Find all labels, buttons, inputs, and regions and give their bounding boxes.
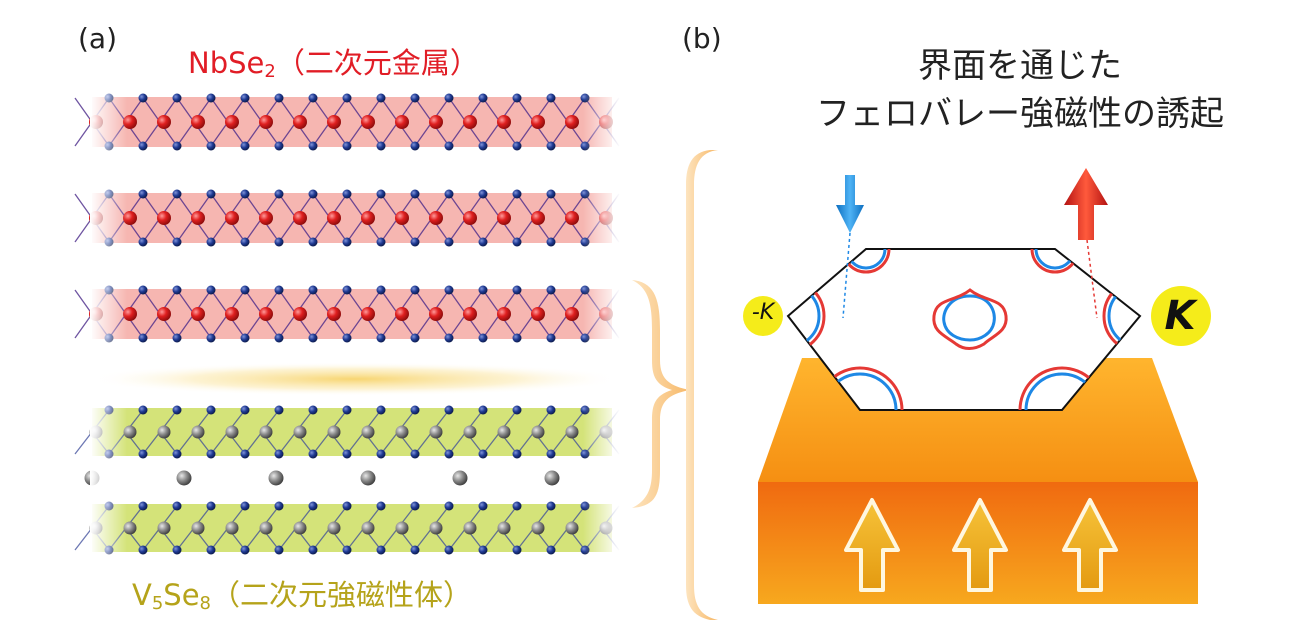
spin-up-guide (1086, 239, 1098, 319)
panel-a-label: (a) (78, 22, 118, 55)
bond (74, 193, 93, 219)
minus-k-valley-marker (743, 296, 783, 336)
spin-up-arrow-icon (1064, 168, 1108, 240)
k-valley-marker (1151, 286, 1211, 346)
v5se8-subscript-v: 5 (151, 593, 164, 614)
bond (74, 97, 93, 123)
magnetization-arrow-icon (1062, 498, 1118, 592)
minus-k-valley-label: -K (751, 300, 775, 325)
bond (74, 527, 93, 551)
bond (74, 431, 93, 455)
panel-b-label: (b) (682, 22, 722, 55)
magnetization-arrow-icon (844, 498, 900, 592)
panel-b-valley-diagram (743, 168, 1211, 604)
k-valley-label: K (1164, 293, 1196, 339)
bond (74, 313, 93, 339)
bond (74, 217, 93, 243)
panel-a-layer-stack (74, 80, 625, 580)
nbse2-description: （二次元金属） (275, 46, 479, 80)
panel-b-title-line2: フェロバレー強磁性の誘起 (816, 94, 1224, 134)
panel-b-bracket (686, 150, 718, 620)
magnetization-arrow-icon (952, 498, 1008, 592)
fermi-surface-pockets (788, 249, 1140, 410)
v5se8-label: V5Se8（二次元強磁性体） (132, 572, 472, 614)
gamma-pocket-spin-down (942, 294, 996, 342)
bond (74, 121, 93, 147)
gamma-pocket-spin-up (932, 288, 1008, 350)
nbse2-subscript: 2 (264, 61, 276, 82)
v5se8-formula-se: Se (163, 578, 200, 612)
v5se8-description: （二次元強磁性体） (211, 578, 473, 612)
panel-b-title-line1: 界面を通じた (918, 46, 1122, 86)
interface-bracket (632, 280, 690, 508)
edge-fade (90, 80, 620, 580)
bond (74, 289, 93, 315)
nbse2-label: NbSe2（二次元金属） (188, 40, 479, 82)
v5se8-formula-v: V (132, 578, 152, 612)
magnetization-arrows (844, 498, 1118, 592)
spin-down-guide (842, 232, 851, 319)
nbse2-formula: NbSe (188, 46, 265, 80)
panel-b-title: 界面を通じた フェロバレー強磁性の誘起 (760, 42, 1280, 138)
spin-down-arrow-icon (836, 175, 864, 233)
v5se8-subscript-se: 8 (199, 593, 211, 614)
